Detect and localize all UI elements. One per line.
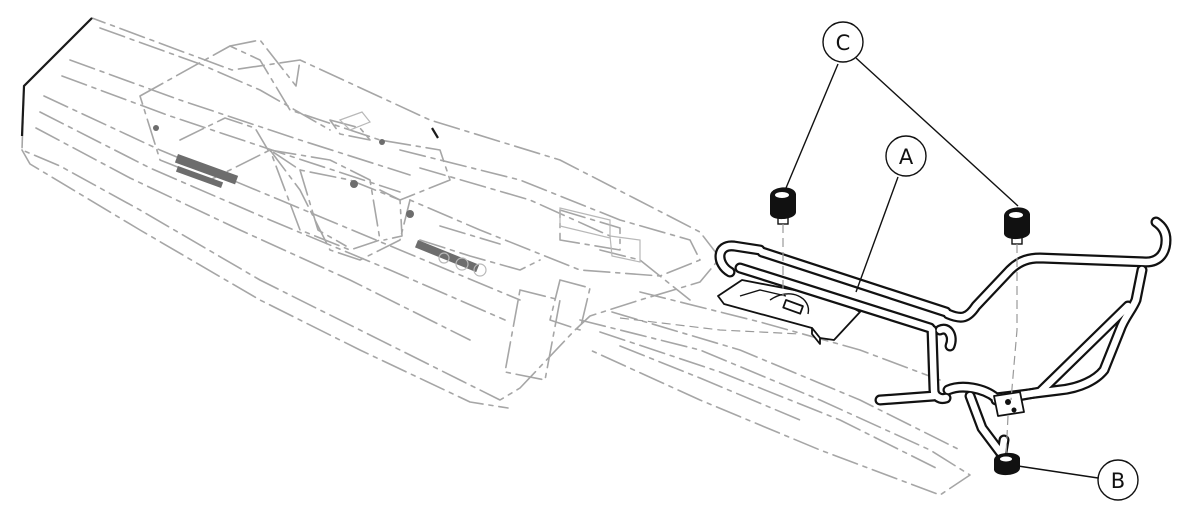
callout-a: A [855, 135, 927, 293]
base-frame-detail [338, 111, 641, 277]
tube-frame-part-a [714, 216, 1172, 470]
base-frame-edge-accents [20, 17, 480, 273]
leader-c-left [785, 63, 839, 189]
leader-c-right [855, 57, 1019, 207]
knob-c-right [1004, 207, 1030, 245]
knob-b [994, 452, 1020, 476]
callout-label-a: A [899, 145, 914, 169]
knob-c-left [770, 187, 796, 225]
tube-outlines [714, 216, 1172, 470]
callout-label-c: C [836, 31, 851, 55]
base-frame-ghost [21, 17, 971, 496]
callout-label-b: B [1111, 469, 1125, 493]
callout-c: C [785, 21, 1019, 207]
assembly-axis-lines [619, 224, 1018, 457]
leader-b [1017, 465, 1099, 479]
callout-b: B [1017, 459, 1139, 501]
leader-a [855, 176, 899, 293]
